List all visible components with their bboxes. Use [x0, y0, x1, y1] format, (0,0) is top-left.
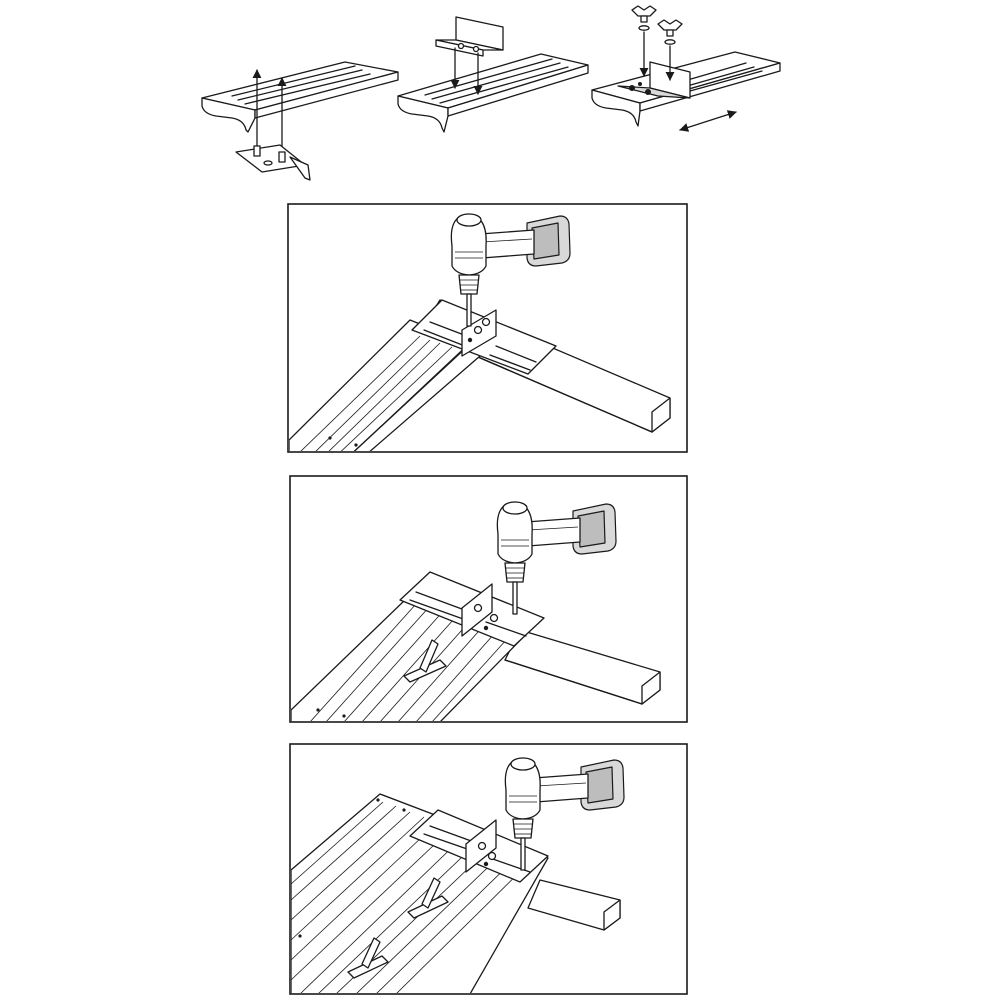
step-2-place-angle-bracket — [397, 16, 589, 133]
panel-3-drill-third-bracket — [289, 743, 688, 995]
panel-2-drill-second-bracket — [289, 475, 688, 723]
step-1-insert-pins — [201, 61, 399, 181]
step-3-fasten-wing-nuts — [591, 5, 781, 132]
panel-1-drill-bracket — [287, 203, 688, 453]
